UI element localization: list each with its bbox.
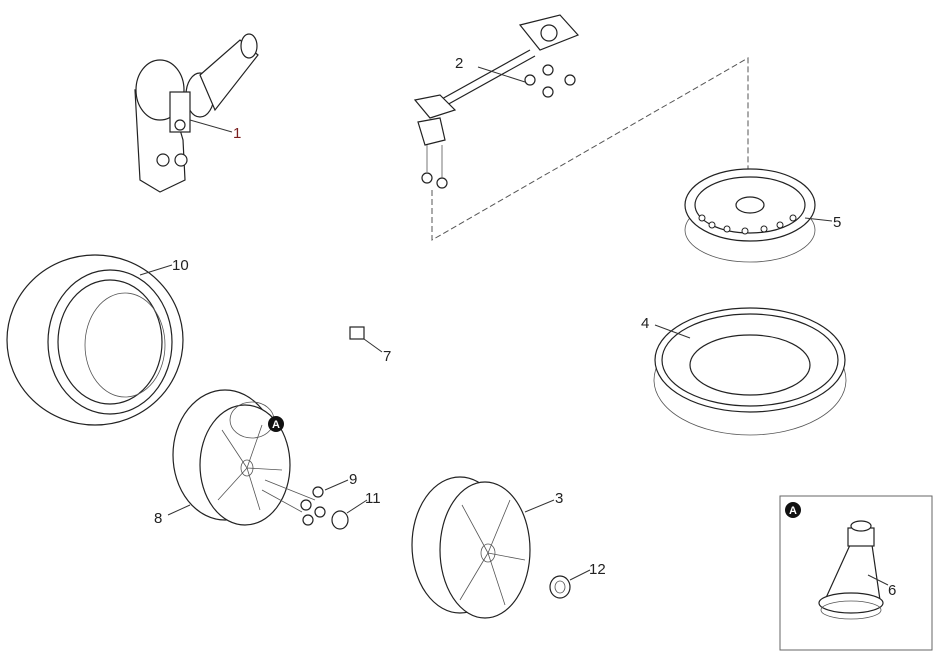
part-12-locking-nut — [549, 569, 591, 599]
part-5-spare-wheel — [684, 168, 833, 263]
part-6-valve-stem — [818, 520, 889, 620]
callout-9: 9 — [349, 471, 357, 488]
callout-1: 1 — [233, 125, 241, 142]
callout-2: 2 — [455, 55, 463, 72]
part-9-wheel-bolts — [261, 479, 349, 526]
part-3-alloy-wheel — [411, 476, 555, 619]
part-4-spare-tire — [653, 307, 847, 436]
part-2-spare-carrier — [413, 14, 749, 241]
callout-11: 11 — [365, 490, 381, 507]
part-8-alloy-wheel — [167, 389, 291, 526]
detail-marker-a-label: A — [272, 419, 280, 431]
callout-10: 10 — [172, 257, 189, 274]
callout-12: 12 — [589, 561, 606, 578]
part-7-clip — [349, 326, 383, 353]
part-1-sensor-assembly — [134, 33, 259, 193]
detail-box-a-label: A — [789, 505, 797, 517]
callout-5: 5 — [833, 214, 841, 231]
callout-4: 4 — [641, 315, 649, 332]
detail-marker-a: A — [268, 416, 284, 432]
callout-6: 6 — [888, 582, 896, 599]
callout-7: 7 — [383, 348, 391, 365]
part-11-center-cap — [331, 499, 368, 530]
callout-3: 3 — [555, 490, 563, 507]
part-10-tire — [6, 254, 184, 426]
callout-8: 8 — [154, 510, 162, 527]
detail-box-a: A — [779, 495, 933, 651]
